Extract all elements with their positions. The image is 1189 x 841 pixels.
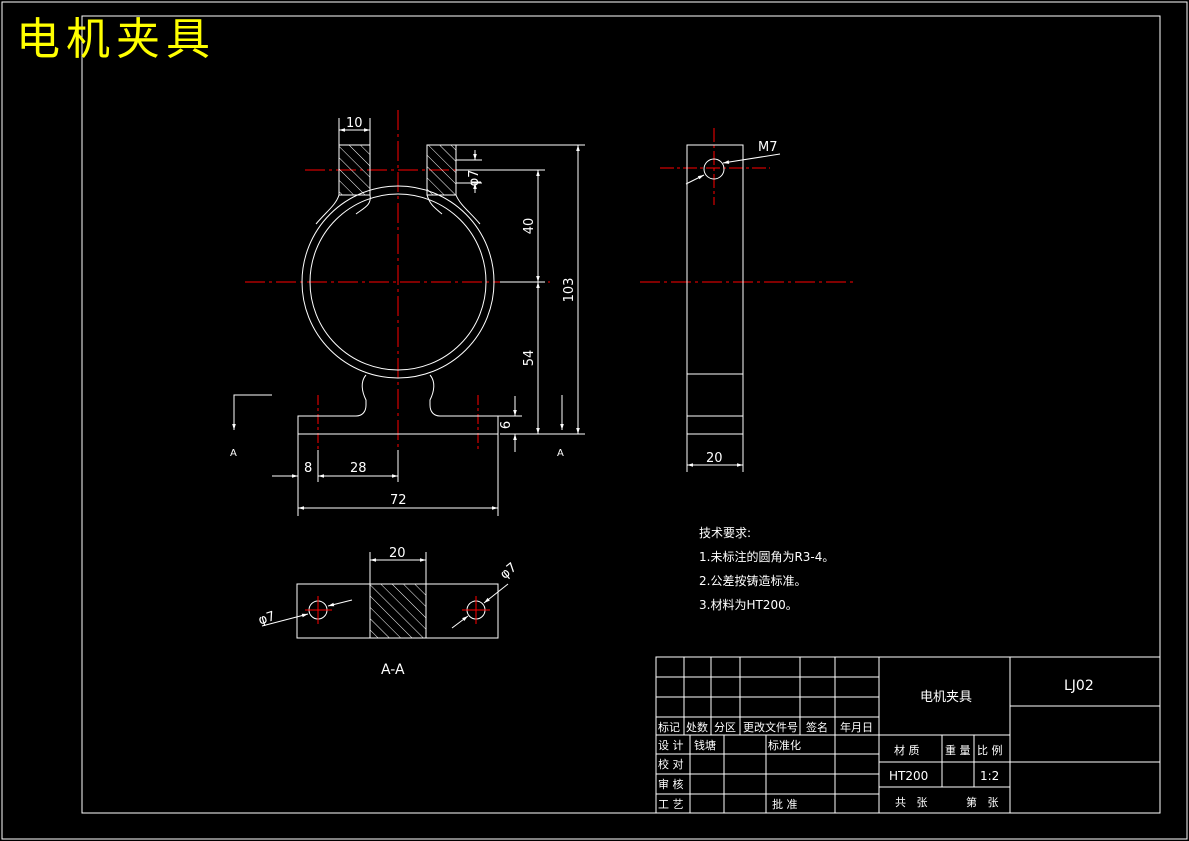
tb-standardization: 标准化	[768, 738, 801, 752]
tb-material-label: 材 质	[894, 743, 920, 757]
tech-req-item: 1.未标注的圆角为R3-4。	[699, 549, 834, 564]
tb-scale-label: 比 例	[977, 743, 1003, 757]
thread-m7: M7	[758, 140, 778, 155]
tb-header-date: 年月日	[840, 720, 873, 734]
tech-req-heading: 技术要求:	[699, 526, 751, 540]
dim-6: 6	[499, 421, 514, 429]
inner-border	[81, 15, 1161, 814]
tb-row-design: 设 计	[658, 739, 684, 752]
tb-sheets-total: 共 张	[895, 796, 928, 809]
title-block	[655, 656, 1161, 814]
drawing-title: 电机夹具	[16, 14, 216, 65]
dim-20-section: 20	[389, 546, 406, 561]
dim-20-side: 20	[706, 451, 723, 466]
tech-req-item: 2.公差按铸造标准。	[699, 573, 806, 588]
tb-row-process: 工 艺	[658, 798, 684, 811]
dim-10: 10	[346, 116, 363, 131]
tb-sheet-number: 第 张	[966, 795, 999, 809]
section-label-a-a: A-A	[381, 662, 405, 678]
dim-phi7-top: φ7	[467, 170, 482, 187]
tb-header-count: 处数	[686, 721, 708, 734]
tb-weight-label: 重 量	[945, 743, 971, 757]
tb-material-value: HT200	[889, 769, 928, 783]
tb-header-zone: 分区	[714, 721, 736, 734]
dim-40: 40	[522, 218, 537, 235]
section-a-a	[261, 552, 509, 639]
side-view	[640, 128, 855, 472]
dim-72: 72	[390, 493, 407, 508]
tb-drawing-number: LJ02	[1064, 678, 1094, 694]
section-mark-right: A	[557, 448, 564, 459]
dim-8: 8	[304, 461, 312, 476]
tech-req-item: 3.材料为HT200。	[699, 598, 798, 612]
dim-54: 54	[522, 350, 537, 367]
tb-header-change-doc: 更改文件号	[743, 720, 798, 734]
tb-header-mark: 标记	[658, 720, 680, 734]
front-view	[232, 110, 585, 516]
section-mark-left: A	[230, 448, 237, 459]
tb-part-name: 电机夹具	[920, 690, 972, 705]
tb-header-signature: 签名	[806, 720, 828, 734]
dim-103: 103	[562, 278, 577, 303]
tb-row-review: 审 核	[658, 777, 684, 791]
tb-designer-name: 钱塘	[694, 738, 716, 752]
dim-phi7-left: φ7	[257, 609, 278, 628]
tb-row-check: 校 对	[658, 757, 684, 771]
tb-scale-value: 1:2	[980, 769, 999, 783]
tb-approve: 批 准	[772, 797, 798, 811]
dim-phi7-right: φ7	[497, 560, 520, 582]
dim-28: 28	[350, 461, 367, 476]
